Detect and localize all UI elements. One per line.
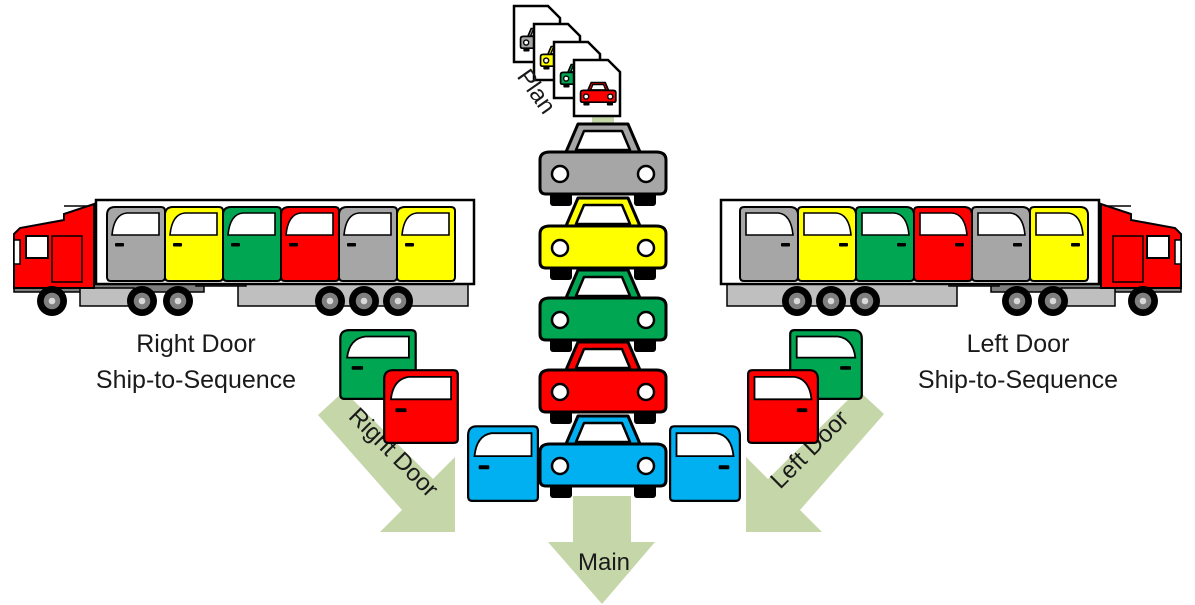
main-arrow-label: Main	[578, 549, 630, 576]
main-line-car-yellow	[538, 196, 668, 280]
left-truck-trailer-door-6	[739, 206, 799, 282]
left-truck-trailer-door-5	[797, 206, 857, 282]
left-truck-title-line2: Ship-to-Sequence	[918, 366, 1118, 394]
main-line-car-blue	[538, 414, 668, 498]
right-door-stack	[339, 329, 459, 444]
installed-doors	[467, 425, 741, 502]
left-door-stack	[747, 329, 863, 444]
left-truck-trailer-door-1	[1029, 206, 1089, 282]
main-line-car-red	[538, 340, 668, 424]
right-truck-trailer-door-4	[280, 206, 340, 282]
main-assembly-line	[538, 122, 668, 498]
right-truck-trailer-door-5	[338, 206, 398, 282]
left-truck-trailer-door-3	[913, 206, 973, 282]
right-truck-trailer-door-6	[396, 206, 456, 282]
right-truck-title-line2: Ship-to-Sequence	[96, 366, 296, 394]
plan-card-red	[572, 58, 622, 118]
installed-left-door	[669, 425, 741, 502]
right-truck-title-line1: Right Door	[136, 330, 256, 358]
stack-right-door-red	[383, 369, 459, 444]
right-truck-trailer-door-1	[106, 206, 166, 282]
left-door-truck	[719, 198, 1182, 316]
main-line-car-gray	[538, 122, 668, 206]
right-truck-trailer-door-3	[222, 206, 282, 282]
main-line-car-green	[538, 268, 668, 352]
right-truck-trailer-door-2	[164, 206, 224, 282]
main-flow-arrow: Main	[548, 496, 655, 604]
right-door-truck	[13, 198, 476, 316]
left-truck-title-line1: Left Door	[967, 330, 1070, 358]
left-truck-trailer-door-2	[971, 206, 1031, 282]
left-truck-trailer-door-4	[855, 206, 915, 282]
stack-left-door-red	[747, 369, 819, 444]
installed-right-door	[467, 425, 539, 502]
production-plan-cards	[512, 4, 622, 118]
